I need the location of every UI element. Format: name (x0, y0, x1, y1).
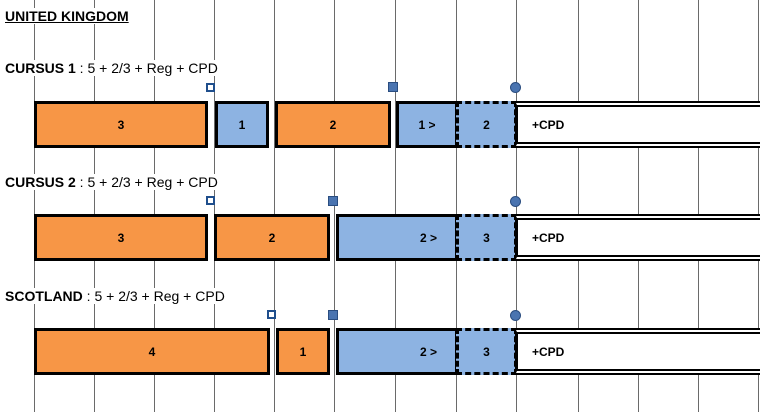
grid-line (94, 0, 95, 412)
block-orange: 3 (34, 214, 208, 261)
filled-square-marker (328, 196, 338, 206)
row-name: CURSUS 2 (5, 174, 76, 190)
grid-line (274, 0, 275, 412)
block-cpd: +CPD (515, 101, 760, 148)
block-cpd: +CPD (515, 214, 760, 261)
row-formula: : 5 + 2/3 + Reg + CPD (75, 60, 218, 76)
block-blue: 2 > (336, 214, 458, 261)
open-square-marker (206, 196, 215, 205)
row-label-cursus-2: CURSUS 2 : 5 + 2/3 + Reg + CPD (5, 174, 220, 190)
block-blue-dashed: 3 (456, 214, 517, 261)
grid-line (578, 0, 579, 412)
row-label-cursus-1: CURSUS 1 : 5 + 2/3 + Reg + CPD (5, 60, 220, 76)
circle-marker (510, 196, 521, 207)
open-square-marker (206, 83, 215, 92)
block-orange: 2 (214, 214, 330, 261)
row-name: SCOTLAND (5, 288, 83, 304)
row-name: CURSUS 1 (5, 60, 76, 76)
grid-line (34, 0, 35, 412)
grid-line (456, 0, 457, 412)
block-orange: 4 (34, 328, 270, 375)
filled-square-marker (328, 310, 338, 320)
row-formula: : 5 + 2/3 + Reg + CPD (75, 174, 218, 190)
block-orange: 1 (276, 328, 330, 375)
row-label-scotland: SCOTLAND : 5 + 2/3 + Reg + CPD (5, 288, 227, 304)
block-blue: 2 > (336, 328, 458, 375)
open-square-marker (267, 310, 276, 319)
block-blue-dashed: 3 (456, 328, 517, 375)
filled-square-marker (388, 82, 398, 92)
block-orange: 2 (275, 101, 391, 148)
grid-line (334, 0, 335, 412)
grid-line (154, 0, 155, 412)
grid-line (214, 0, 215, 412)
grid-line (638, 0, 639, 412)
row-formula: : 5 + 2/3 + Reg + CPD (82, 288, 225, 304)
block-blue: 1 > (396, 101, 458, 148)
block-blue: 1 (215, 101, 269, 148)
circle-marker (510, 82, 521, 93)
block-orange: 3 (34, 101, 208, 148)
circle-marker (510, 310, 521, 321)
page-title: UNITED KINGDOM (5, 8, 132, 24)
block-blue-dashed: 2 (456, 101, 517, 148)
grid-line (698, 0, 699, 412)
grid-line (758, 0, 759, 412)
block-cpd: +CPD (515, 328, 760, 375)
grid-line (395, 0, 396, 412)
